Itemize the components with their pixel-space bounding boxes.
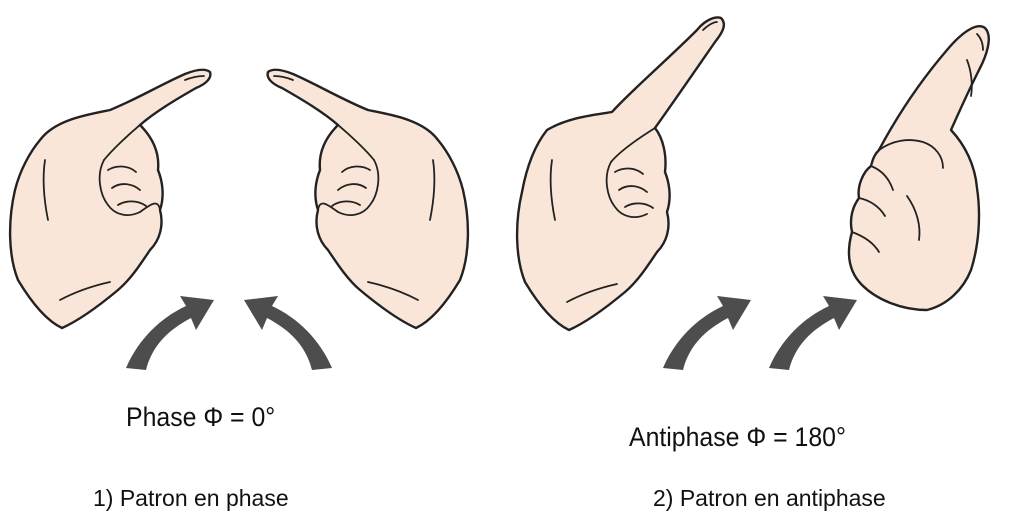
phase-label: Phase Φ = 0° <box>126 402 275 433</box>
antiphase-illustration <box>507 0 1013 430</box>
in-phase-illustration <box>0 0 506 430</box>
left-hand-pointing-right <box>10 70 210 328</box>
caption: 2) Patron en antiphase <box>653 485 886 512</box>
caption: 1) Patron en phase <box>93 485 289 512</box>
right-hand-pointing-up <box>849 26 989 310</box>
phase-label: Antiphase Φ = 180° <box>629 422 846 453</box>
panel-antiphase: Antiphase Φ = 180° 2) Patron en antiphas… <box>507 0 1013 529</box>
curved-arrow-up-right-icon <box>769 296 857 370</box>
curved-arrow-up-right-icon <box>663 296 751 370</box>
left-hand-pointing-up <box>517 18 724 331</box>
panel-in-phase: Phase Φ = 0° 1) Patron en phase <box>0 0 506 529</box>
right-hand-pointing-left <box>268 70 468 328</box>
curved-arrow-up-right-icon <box>126 296 214 370</box>
curved-arrow-up-left-icon <box>244 296 332 370</box>
